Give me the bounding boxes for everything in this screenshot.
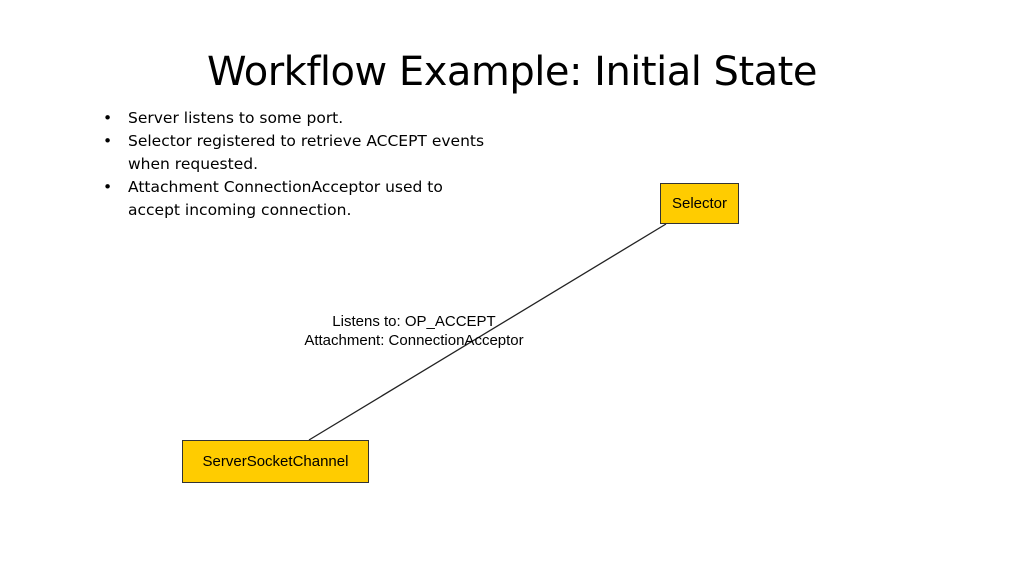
selector-node-label: Selector bbox=[671, 195, 728, 212]
server-socket-channel-node-label: ServerSocketChannel bbox=[202, 453, 349, 470]
bullet-list: • Server listens to some port. • Selecto… bbox=[103, 107, 503, 222]
edge-label-listens: Listens to: OP_ACCEPT bbox=[332, 313, 496, 330]
edge-label: Listens to: OP_ACCEPT Attachment: Connec… bbox=[264, 312, 564, 350]
selector-node: Selector bbox=[660, 183, 739, 224]
bullet-item: • Server listens to some port. bbox=[103, 107, 488, 130]
edge-line bbox=[308, 223, 667, 441]
server-socket-channel-node: ServerSocketChannel bbox=[182, 440, 369, 483]
bullet-text: Attachment ConnectionAcceptor used to ac… bbox=[128, 178, 443, 219]
bullet-symbol: • bbox=[103, 178, 113, 196]
slide-title: Workflow Example: Initial State bbox=[207, 49, 817, 95]
bullet-symbol: • bbox=[103, 109, 113, 127]
bullet-symbol: • bbox=[103, 132, 113, 150]
bullet-text: Server listens to some port. bbox=[128, 109, 344, 127]
bullet-item: • Attachment ConnectionAcceptor used to … bbox=[103, 176, 458, 222]
bullet-item: • Selector registered to retrieve ACCEPT… bbox=[103, 130, 488, 176]
bullet-text: Selector registered to retrieve ACCEPT e… bbox=[128, 132, 485, 173]
edge-label-attachment: Attachment: ConnectionAcceptor bbox=[304, 332, 524, 349]
